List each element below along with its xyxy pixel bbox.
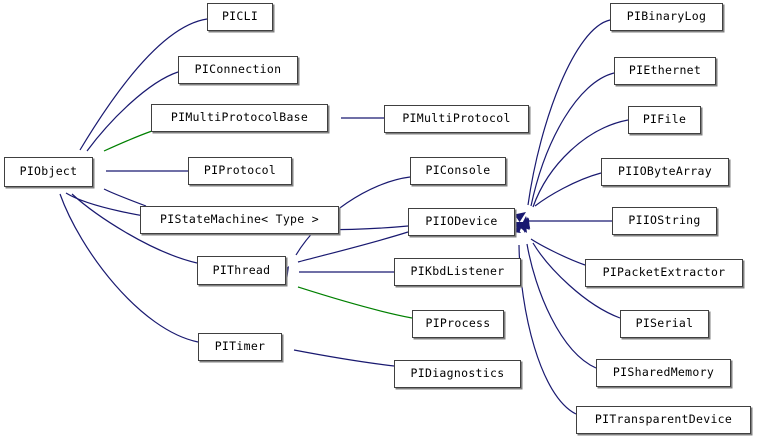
class-node-PISharedMemory[interactable]: PISharedMemory — [596, 359, 731, 387]
class-node-label: PISerial — [635, 316, 694, 331]
class-node-PIIODevice[interactable]: PIIODevice — [408, 208, 515, 236]
edge-PITimer-to-PIObject — [59, 193, 199, 343]
edge-PIEthernet-to-PIIODevice — [530, 72, 615, 207]
class-node-label: PIIOByteArray — [618, 164, 712, 179]
class-node-PIProtocol[interactable]: PIProtocol — [188, 157, 292, 185]
edge-PIStateMachine-to-PIObject — [103, 188, 147, 207]
class-node-PICLI[interactable]: PICLI — [207, 3, 273, 31]
class-node-label: PIMultiProtocolBase — [170, 110, 309, 125]
edge-PIIOByteArray-to-PIIODevice — [534, 172, 602, 207]
edge-PIBinaryLog-to-PIIODevice — [527, 19, 611, 206]
edge-PISerial-to-PIIODevice — [532, 242, 621, 319]
class-node-label: PIStateMachine< Type > — [160, 212, 319, 227]
class-node-label: PIThread — [212, 262, 271, 277]
class-node-label: PICLI — [221, 9, 259, 24]
edge-PIMultiProtocolBase-to-PIObject — [103, 130, 153, 152]
class-node-PIKbdListener[interactable]: PIKbdListener — [394, 258, 521, 286]
class-node-label: PIMultiProtocol — [402, 111, 511, 126]
edge-PICLI-to-PIObject — [79, 18, 208, 151]
class-node-PIMultiProtocol[interactable]: PIMultiProtocol — [384, 105, 529, 133]
class-node-label: PITimer — [214, 339, 266, 354]
edge-PIThread-to-PIObject — [71, 193, 198, 264]
edge-PIProcess-to-PIThread — [297, 286, 413, 319]
class-node-PIProcess[interactable]: PIProcess — [412, 310, 504, 338]
class-node-PIConnection[interactable]: PIConnection — [178, 56, 298, 84]
class-node-PISerial[interactable]: PISerial — [620, 310, 709, 338]
edge-PISharedMemory-to-PIIODevice — [526, 243, 597, 369]
class-node-label: PIIOString — [628, 213, 701, 228]
arrowhead-PIIOByteArray-to-PIIODevice — [514, 212, 526, 223]
class-node-PIBinaryLog[interactable]: PIBinaryLog — [610, 3, 723, 31]
class-node-label: PIFile — [642, 112, 687, 127]
class-node-PIConsole[interactable]: PIConsole — [410, 157, 506, 185]
class-node-PIMultiProtocolBase[interactable]: PIMultiProtocolBase — [151, 104, 328, 132]
class-node-PIFile[interactable]: PIFile — [628, 106, 701, 134]
class-node-PITimer[interactable]: PITimer — [198, 333, 282, 361]
class-node-PIThread[interactable]: PIThread — [197, 256, 286, 285]
class-node-PIStateMachine[interactable]: PIStateMachine< Type > — [140, 206, 339, 234]
class-node-label: PIObject — [19, 164, 78, 179]
class-node-label: PIProcess — [425, 316, 491, 331]
class-node-label: PIIODevice — [425, 214, 498, 229]
class-node-label: PIKbdListener — [410, 264, 505, 279]
class-node-PIDiagnostics[interactable]: PIDiagnostics — [394, 360, 521, 388]
edge-PITransparentDevice-to-PIIODevice — [518, 244, 577, 415]
edge-PIFile-to-PIIODevice — [532, 119, 629, 208]
class-node-PIIOString[interactable]: PIIOString — [612, 207, 717, 235]
class-node-label: PIConnection — [194, 62, 282, 77]
class-node-label: PISharedMemory — [612, 365, 715, 380]
class-node-PIEthernet[interactable]: PIEthernet — [614, 57, 716, 85]
edge-PIConsole-to-PIThread — [295, 176, 411, 256]
class-node-PIIOByteArray[interactable]: PIIOByteArray — [601, 158, 729, 186]
class-node-label: PIDiagnostics — [410, 366, 505, 381]
class-node-label: PIPacketExtractor — [602, 265, 726, 280]
edge-PIPacketExtractor-to-PIIODevice — [530, 238, 586, 266]
edge-PIDiagnostics-to-PITimer — [293, 349, 395, 367]
edge-PIIODevice-to-PIThread — [297, 231, 409, 263]
class-node-PIPacketExtractor[interactable]: PIPacketExtractor — [585, 259, 743, 287]
class-node-label: PIConsole — [425, 163, 491, 178]
class-node-PITransparentDevice[interactable]: PITransparentDevice — [576, 406, 751, 434]
class-node-label: PIBinaryLog — [626, 9, 707, 24]
class-node-label: PIProtocol — [203, 163, 277, 178]
class-node-PIObject[interactable]: PIObject — [4, 157, 93, 187]
class-node-label: PITransparentDevice — [594, 412, 733, 427]
arrowhead-PITransparentDevice-to-PIIODevice — [514, 222, 524, 233]
class-node-label: PIEthernet — [628, 63, 702, 78]
edge-PIConnection-to-PIObject — [86, 71, 179, 152]
